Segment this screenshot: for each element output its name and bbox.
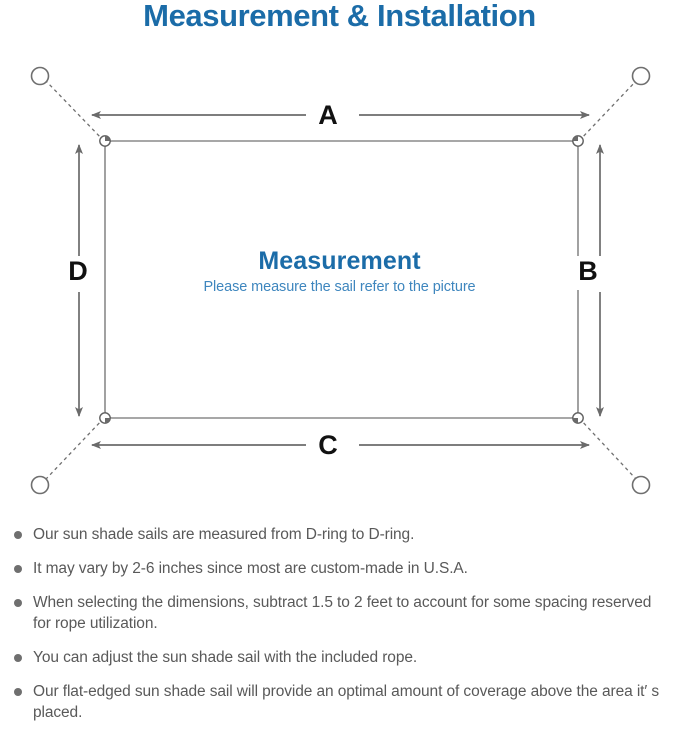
d-ring-icon-top-left xyxy=(99,135,111,147)
list-item: When selecting the dimensions, subtract … xyxy=(0,592,679,634)
bullet-icon xyxy=(14,565,22,573)
bullet-icon xyxy=(14,599,22,607)
rope-lines xyxy=(45,80,637,480)
dimension-label-d: D xyxy=(58,256,98,290)
list-item-text: You can adjust the sun shade sail with t… xyxy=(33,649,418,666)
dimension-label-c: C xyxy=(306,430,350,464)
rope-bottom-left xyxy=(45,417,105,480)
d-rings xyxy=(99,135,584,424)
list-item: You can adjust the sun shade sail with t… xyxy=(0,647,679,668)
anchor-ring-icon-top-left xyxy=(30,66,50,86)
sail-measurement-diagram: Measurement Please measure the sail refe… xyxy=(0,44,679,514)
page-title: Measurement & Installation xyxy=(143,0,536,33)
dimension-lines xyxy=(75,111,604,449)
bullet-icon xyxy=(14,531,22,539)
bullet-icon xyxy=(14,688,22,696)
dimension-label-a: A xyxy=(306,100,350,134)
anchor-ring-icon-top-right xyxy=(631,66,651,86)
rope-top-left xyxy=(45,80,105,142)
sail-body xyxy=(104,140,579,419)
list-item-text: It may vary by 2-6 inches since most are… xyxy=(33,560,468,577)
bullet-icon xyxy=(14,654,22,662)
list-item-text: Our sun shade sails are measured from D-… xyxy=(33,526,415,543)
list-item-text: Our flat-edged sun shade sail will provi… xyxy=(33,683,660,721)
d-ring-icon-bottom-left xyxy=(99,412,111,424)
rope-top-right xyxy=(578,80,637,142)
d-ring-icon-top-right xyxy=(572,135,584,147)
list-item-text: When selecting the dimensions, subtract … xyxy=(33,594,652,632)
notes-list: Our sun shade sails are measured from D-… xyxy=(0,524,679,736)
anchor-ring-icon-bottom-left xyxy=(30,475,50,495)
d-ring-icon-bottom-right xyxy=(572,412,584,424)
anchor-ring-icon-bottom-right xyxy=(631,475,651,495)
rope-bottom-right xyxy=(578,417,637,480)
anchor-rings xyxy=(30,66,651,495)
list-item: Our sun shade sails are measured from D-… xyxy=(0,524,679,545)
list-item: It may vary by 2-6 inches since most are… xyxy=(0,558,679,579)
list-item: Our flat-edged sun shade sail will provi… xyxy=(0,681,679,723)
dimension-label-b: B xyxy=(568,256,608,290)
